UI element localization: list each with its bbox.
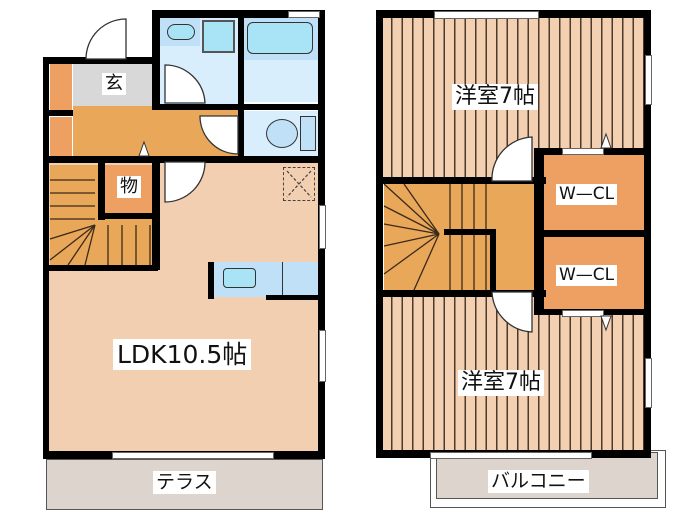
kitchen-sink-icon [223, 268, 256, 288]
window[interactable] [645, 55, 652, 105]
sliding-window[interactable] [434, 11, 539, 19]
wall [376, 177, 546, 184]
ldk-door-icon[interactable] [163, 160, 207, 205]
window[interactable] [319, 205, 326, 249]
wall [644, 10, 651, 458]
wall [152, 10, 160, 110]
toilet-bowl-icon [266, 119, 298, 148]
closet-2-label: W—CL [556, 265, 618, 286]
bedroom-south-label: 洋室7帖 [458, 370, 544, 396]
closet-1-arrow-icon [600, 132, 612, 149]
wall [98, 213, 158, 219]
sliding-window[interactable] [112, 452, 274, 459]
bedroom-north-door-icon[interactable] [490, 135, 534, 183]
sliding-window[interactable] [430, 452, 592, 459]
stairs-lines-icon [49, 179, 151, 266]
storage-label: 物 [117, 176, 141, 198]
wall [376, 10, 383, 458]
bathtub-icon [247, 22, 313, 54]
toilet-door-icon[interactable] [199, 112, 240, 156]
wall [238, 18, 244, 156]
window[interactable] [319, 330, 326, 382]
window[interactable] [645, 358, 652, 408]
wall [43, 57, 49, 457]
closet-2-arrow-icon [600, 315, 612, 332]
closet-1-label: W—CL [556, 184, 618, 205]
washroom-door-icon[interactable] [163, 63, 207, 105]
wall [534, 230, 646, 237]
window[interactable] [288, 11, 320, 18]
wall [98, 160, 105, 220]
stairs-landing-wall [490, 229, 496, 290]
toilet-tank-icon [300, 116, 316, 151]
wall [376, 290, 546, 297]
ceiling-hatch-cross-icon [286, 170, 312, 198]
storage-door-arrow-icon [138, 140, 150, 157]
bedroom-south-door-icon[interactable] [490, 290, 534, 334]
wall [266, 295, 320, 300]
wall [152, 10, 325, 18]
washbasin-icon [167, 24, 195, 40]
stove-divider [282, 262, 283, 297]
wall [49, 156, 325, 163]
shoe-cabinet-lower [50, 117, 72, 156]
wall [49, 265, 158, 271]
entrance-label: 玄 [102, 73, 126, 95]
wall [208, 262, 214, 299]
floor2-plan: バルコニー W—CL W—CL 洋室7帖 洋室7帖 [350, 0, 700, 525]
balcony-label: バルコニー [488, 470, 589, 493]
shoe-cabinet [50, 64, 72, 111]
stairs [384, 184, 534, 290]
ceiling-hatch-icon [283, 167, 315, 201]
wall [43, 57, 158, 64]
terrace-label: テラス [153, 471, 216, 494]
ldk-label: LDK10.5帖 [113, 339, 252, 370]
closet-1-door[interactable] [562, 148, 604, 155]
floor1-plan: テラス 物 玄 [43, 10, 326, 510]
wall [158, 104, 318, 110]
closet-2-door[interactable] [562, 310, 604, 317]
stairs-landing-wall [444, 229, 496, 235]
front-door-icon[interactable] [84, 17, 127, 61]
wall [49, 110, 73, 116]
stairs-lines-icon [383, 183, 487, 291]
washing-machine-icon [202, 20, 235, 53]
bedroom-north-label: 洋室7帖 [452, 84, 538, 110]
